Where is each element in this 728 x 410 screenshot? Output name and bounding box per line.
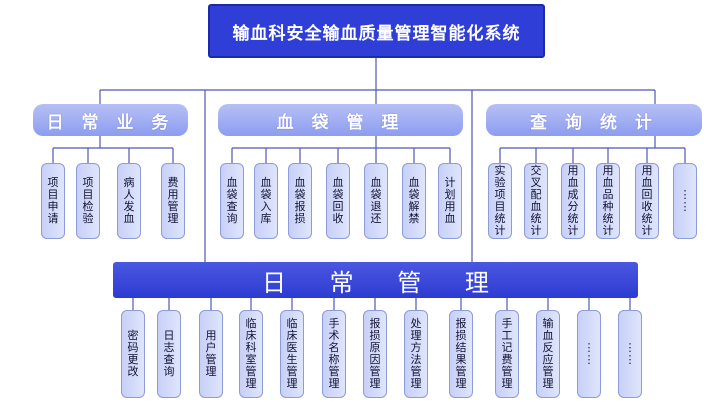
leaf-damage-result-management: 报损结果管理 [449, 310, 473, 398]
leaf-damage-reason-management: 报损原因管理 [363, 310, 387, 398]
leaf-label: 处理方法管理 [410, 317, 422, 390]
leaf-label: ⋮⋮ [583, 341, 595, 366]
leaf-label: 计划用血 [444, 176, 456, 225]
leaf-bag-recovery: 血袋回收 [326, 163, 350, 239]
leaf-label: 临床科室管理 [245, 317, 257, 390]
leaf-label: 血袋入库 [260, 176, 272, 225]
leaf-label: 血袋查询 [226, 176, 238, 225]
leaf-clinical-doctor-management: 临床医生管理 [280, 310, 304, 398]
leaf-label: 交叉配血统计 [530, 164, 542, 237]
leaf-planned-blood-use: 计划用血 [438, 163, 462, 239]
leaf-label: ⋮⋮ [679, 188, 691, 213]
leaf-clinical-dept-management: 临床科室管理 [239, 310, 263, 398]
leaf-patient-blood-issue: 病人发血 [117, 163, 141, 239]
category-daily-business: 日 常 业 务 [33, 104, 188, 136]
leaf-label: 手工记费管理 [501, 317, 513, 390]
leaf-label: 用血品种统计 [602, 164, 614, 237]
leaf-label: 报损结果管理 [455, 317, 467, 390]
leaf-bag-warehousing: 血袋入库 [254, 163, 278, 239]
leaf-lab-item-stats: 实验项目统计 [488, 163, 512, 239]
category-query-statistics: 查 询 统 计 [486, 104, 702, 136]
leaf-more-ellipsis-2: ⋮⋮ [618, 310, 642, 398]
leaf-label: 实验项目统计 [494, 164, 506, 237]
leaf-bag-return: 血袋退还 [364, 163, 388, 239]
leaf-label: 项目检验 [82, 176, 94, 225]
leaf-handling-method-management: 处理方法管理 [404, 310, 428, 398]
leaf-label: 日志查询 [163, 329, 175, 378]
leaf-label: 临床医生管理 [286, 317, 298, 390]
leaf-bag-unblock: 血袋解禁 [402, 163, 426, 239]
leaf-more-ellipsis: ⋮⋮ [673, 163, 697, 239]
leaf-component-stats: 用血成分统计 [561, 163, 585, 239]
leaf-label: 费用管理 [167, 176, 179, 225]
leaf-label: 用户管理 [205, 329, 217, 378]
leaf-variety-stats: 用血品种统计 [596, 163, 620, 239]
leaf-manual-billing-management: 手工记费管理 [495, 310, 519, 398]
leaf-more-ellipsis-1: ⋮⋮ [577, 310, 601, 398]
leaf-label: 用血成分统计 [567, 164, 579, 237]
leaf-label: 血袋退还 [370, 176, 382, 225]
leaf-label: ⋮⋮ [624, 341, 636, 366]
leaf-user-management: 用户管理 [199, 310, 223, 398]
leaf-bag-damage-report: 血袋报损 [288, 163, 312, 239]
leaf-recovery-stats: 用血回收统计 [635, 163, 659, 239]
leaf-log-query: 日志查询 [157, 310, 181, 398]
leaf-crossmatch-stats: 交叉配血统计 [524, 163, 548, 239]
daily-management-bar: 日 常 管 理 [113, 262, 638, 298]
leaf-label: 血袋报损 [294, 176, 306, 225]
leaf-label: 项目申请 [47, 176, 59, 225]
leaf-project-application: 项目申请 [41, 163, 65, 239]
system-title: 输血科安全输血质量管理智能化系统 [208, 4, 545, 58]
leaf-bag-query: 血袋查询 [220, 163, 244, 239]
category-blood-bag-management: 血 袋 管 理 [218, 104, 463, 136]
leaf-change-password: 密码更改 [121, 310, 145, 398]
leaf-label: 血袋解禁 [408, 176, 420, 225]
leaf-label: 输血反应管理 [542, 317, 554, 390]
leaf-surgery-name-management: 手术名称管理 [322, 310, 346, 398]
leaf-label: 用血回收统计 [641, 164, 653, 237]
leaf-label: 血袋回收 [332, 176, 344, 225]
leaf-label: 密码更改 [127, 329, 139, 378]
leaf-project-testing: 项目检验 [76, 163, 100, 239]
leaf-label: 病人发血 [123, 176, 135, 225]
leaf-label: 手术名称管理 [328, 317, 340, 390]
leaf-label: 报损原因管理 [369, 317, 381, 390]
leaf-transfusion-reaction-management: 输血反应管理 [536, 310, 560, 398]
leaf-fee-management: 费用管理 [161, 163, 185, 239]
